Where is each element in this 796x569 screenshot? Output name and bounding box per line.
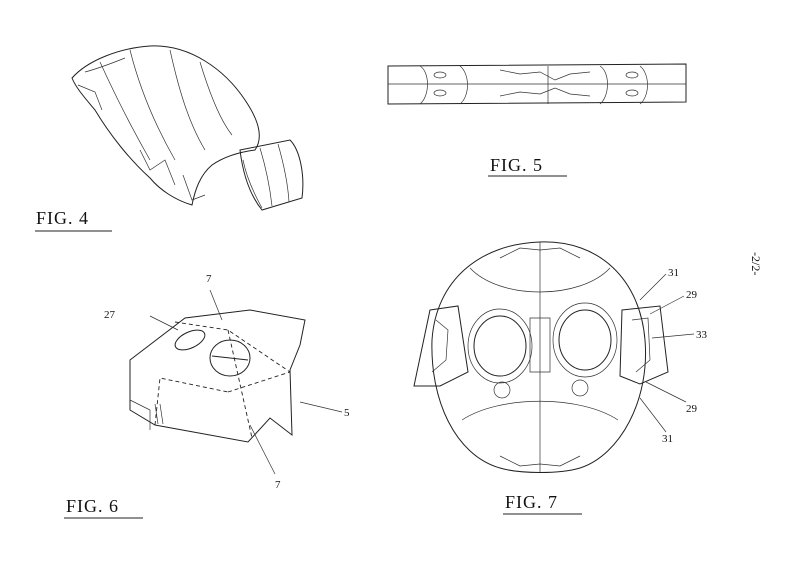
fig6-ref-5: 5 (344, 407, 350, 419)
fig6-ref-7-bottom: 7 (275, 479, 281, 491)
fig6-ref-27: 27 (104, 309, 116, 321)
fig7-ref-29-bottom: 29 (686, 403, 698, 415)
fig7-drawing (413, 241, 695, 473)
fig4-caption: FIG. 4 (36, 208, 89, 228)
page-number: -2/2- (749, 252, 763, 275)
fig7-ref-29-top: 29 (686, 289, 698, 301)
fig7-ref-31-top: 31 (668, 267, 679, 279)
fig7-caption: FIG. 7 (505, 492, 558, 512)
fig6-ref-7-top: 7 (206, 273, 212, 285)
fig5-drawing (387, 63, 687, 105)
fig7-ref-31-bottom: 31 (662, 433, 673, 445)
fig4-drawing (71, 45, 304, 211)
fig7-ref-33: 33 (696, 329, 708, 341)
fig6-caption: FIG. 6 (66, 496, 119, 516)
fig6-drawing (129, 289, 343, 475)
fig5-caption: FIG. 5 (490, 155, 543, 175)
